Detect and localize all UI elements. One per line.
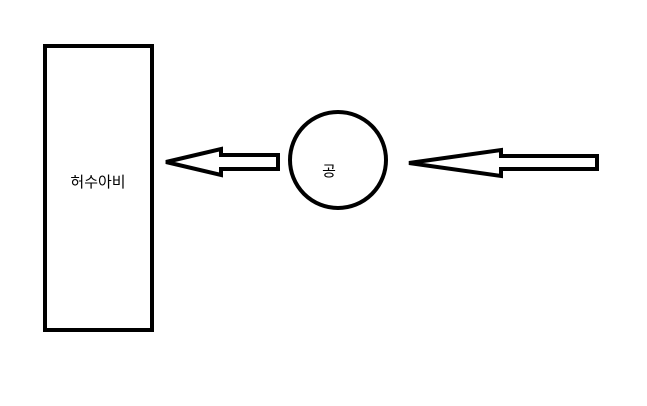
arrow-to-ball <box>408 147 599 179</box>
ball-label: 공 <box>322 162 336 180</box>
scarecrow-box <box>43 44 154 332</box>
scarecrow-label: 허수아비 <box>70 173 125 191</box>
arrow-to-scarecrow <box>165 146 280 178</box>
ball-circle <box>288 110 388 210</box>
